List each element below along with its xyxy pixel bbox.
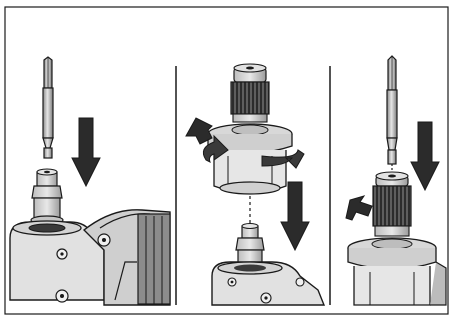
- spindle: [235, 223, 265, 267]
- panel-1: [9, 56, 171, 306]
- curved-rotate-arrow-icon-2: [261, 149, 305, 169]
- up-arrow-icon: [185, 117, 213, 145]
- angle-attachment-body: [347, 237, 447, 306]
- angle-drill-head: [9, 209, 171, 306]
- panel-3: [345, 55, 447, 306]
- curved-rotate-arrow-icon-3: [345, 195, 373, 221]
- curved-rotate-arrow-icon: [202, 134, 229, 163]
- screwdriver-bit-icon-2: [386, 55, 398, 165]
- down-arrow-icon: [71, 117, 101, 188]
- angle-drill-head-2: [211, 261, 326, 306]
- attachment-chuck-2: [372, 171, 412, 237]
- attachment-chuck: [207, 63, 293, 195]
- panel-2: [185, 63, 326, 306]
- down-arrow-icon-2: [280, 181, 310, 252]
- screwdriver-bit-icon: [42, 56, 54, 159]
- figure-border: [4, 6, 449, 315]
- quick-release-chuck: [30, 168, 64, 225]
- down-arrow-icon-3: [410, 121, 440, 192]
